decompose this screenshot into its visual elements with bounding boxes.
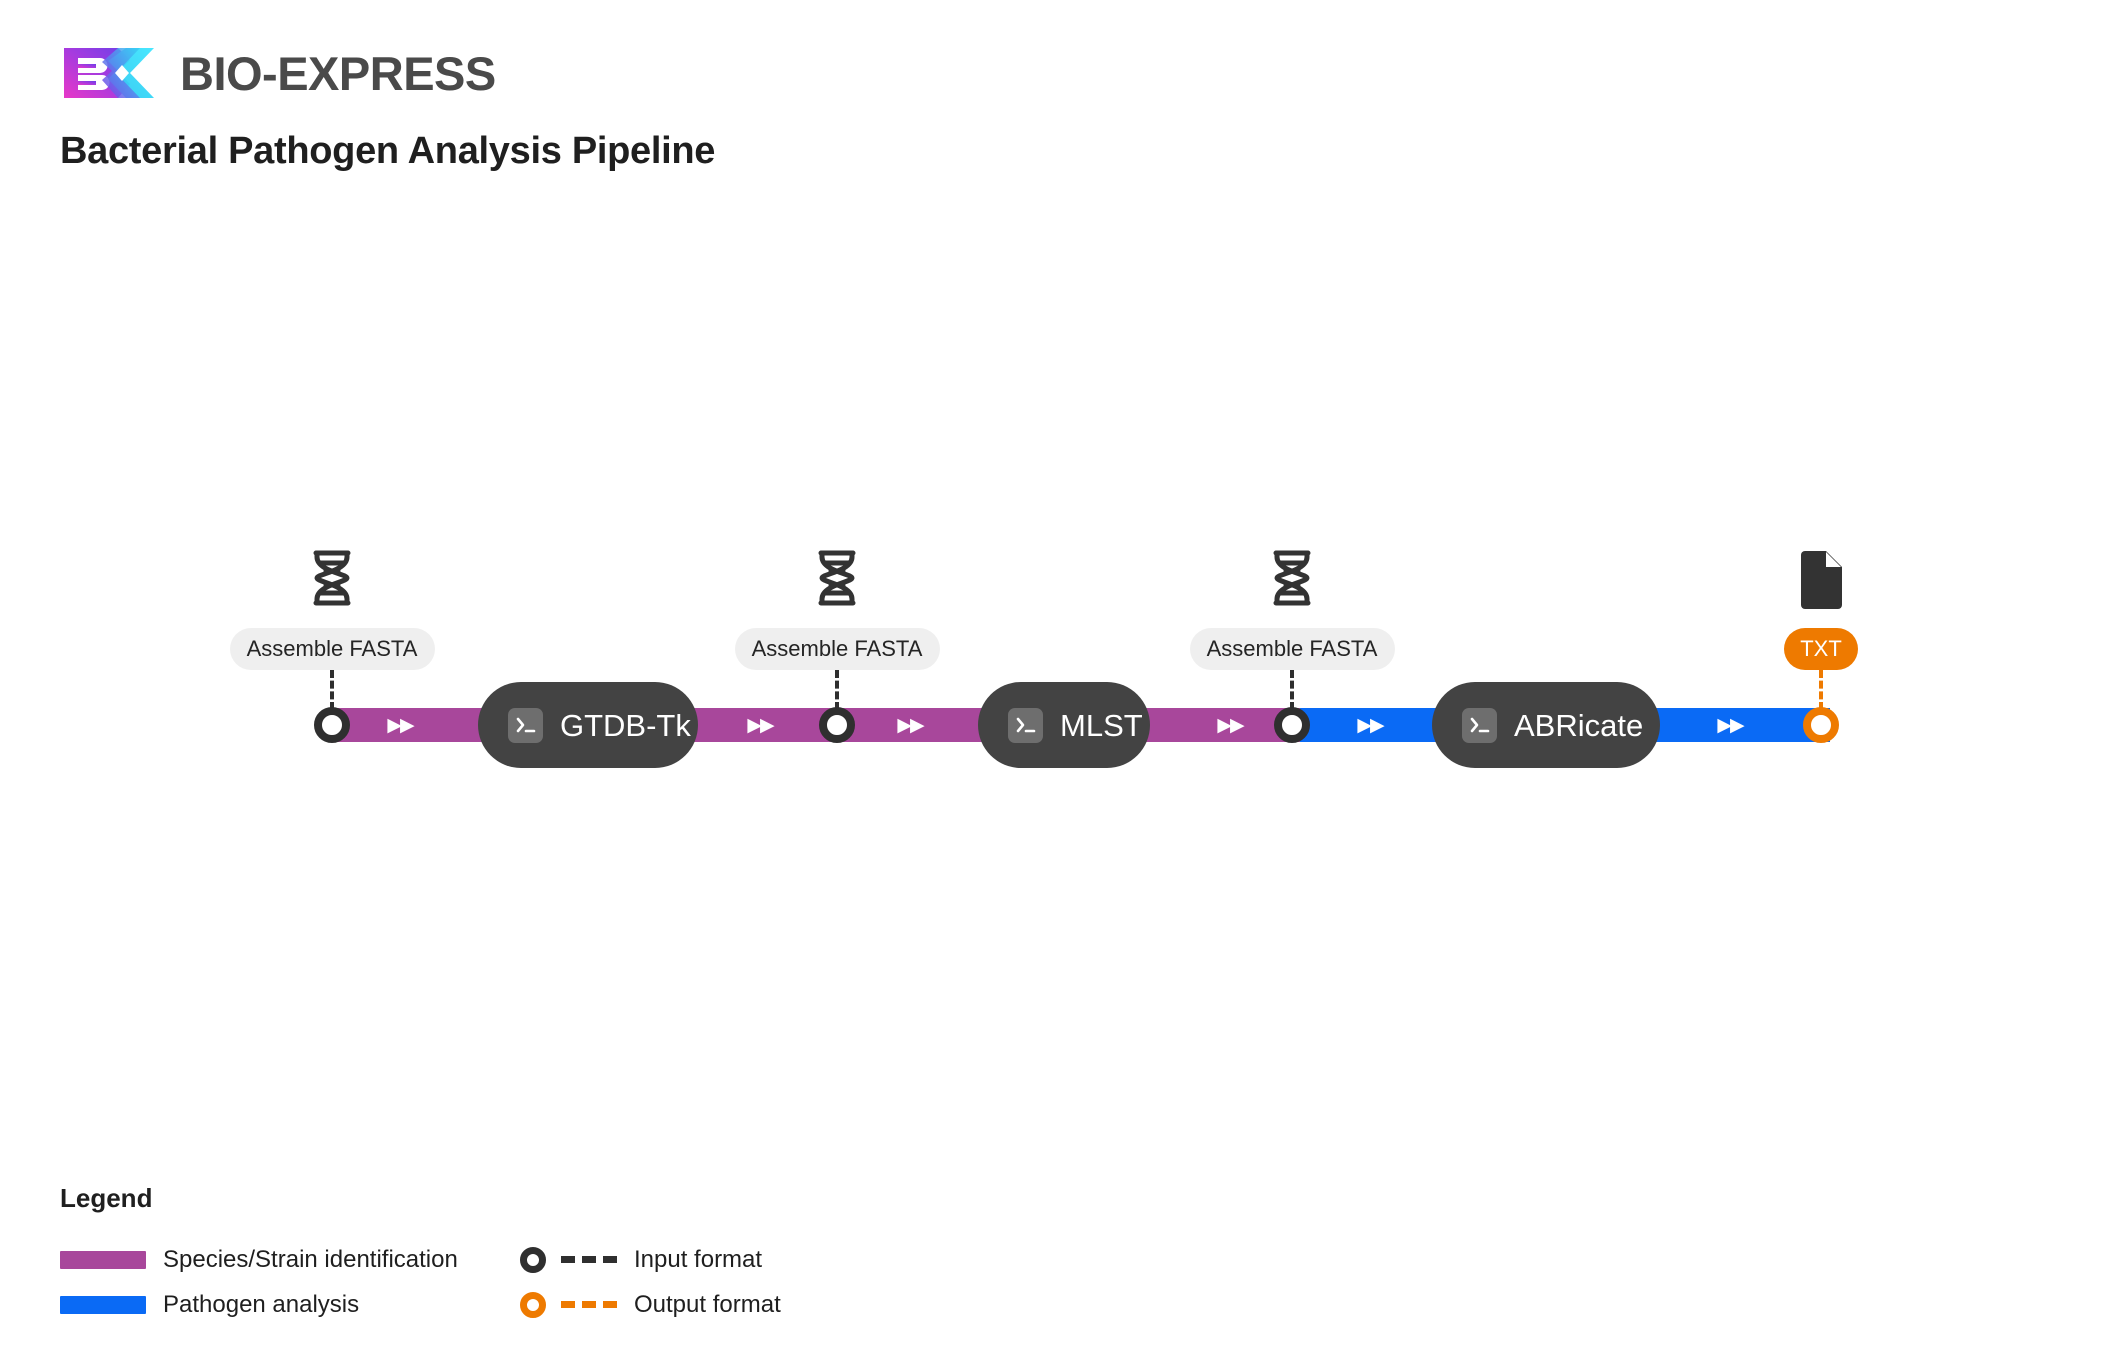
legend-item-species-strain-identification: Species/Strain identification (60, 1237, 520, 1282)
tool-node-mlst[interactable]: MLST (978, 682, 1150, 768)
format-chip-label: Assemble FASTA (751, 636, 923, 661)
io-node-input[interactable] (819, 707, 855, 743)
document-icon (1793, 551, 1849, 609)
brand-row: BIO-EXPRESS (60, 42, 715, 104)
bx-logo-icon (60, 42, 158, 104)
format-chip-label: Assemble FASTA (1206, 636, 1378, 661)
node-connector-line (835, 670, 839, 710)
legend-dash-input (561, 1256, 617, 1263)
dna-icon (1264, 550, 1320, 606)
tool-label: ABRicate (1514, 707, 1644, 743)
legend-item-input-format: Input format (520, 1237, 880, 1282)
tool-node-gtdb-tk[interactable]: GTDB-Tk (478, 682, 698, 768)
tool-label: GTDB-Tk (560, 707, 691, 743)
legend-dash-output (561, 1301, 617, 1308)
flow-arrow: ▶▶ (747, 714, 774, 736)
terminal-icon (508, 707, 543, 743)
legend-item-output-format: Output format (520, 1282, 880, 1327)
flow-arrow: ▶▶ (1717, 714, 1744, 736)
format-chip-label: Assemble FASTA (246, 636, 418, 661)
legend-node-input-icon (520, 1246, 546, 1273)
legend-item-pathogen-analysis: Pathogen analysis (60, 1282, 520, 1327)
format-chip-output[interactable]: TXT (1784, 628, 1858, 670)
io-node-input[interactable] (1274, 707, 1310, 743)
legend-swatch (60, 1250, 146, 1269)
terminal-icon (1008, 707, 1043, 743)
format-chip-input[interactable]: Assemble FASTA (229, 628, 435, 670)
page-title: Bacterial Pathogen Analysis Pipeline (60, 130, 716, 172)
format-chip-label: TXT (1800, 636, 1842, 661)
dna-icon (304, 550, 360, 606)
flow-arrow: ▶▶ (1357, 714, 1384, 736)
legend-label: Pathogen analysis (163, 1290, 360, 1318)
legend-label: Input format (634, 1245, 763, 1273)
page-header: BIO-EXPRESS Bacterial Pathogen Analysis … (60, 42, 715, 170)
terminal-icon (1462, 707, 1497, 743)
legend-title: Legend (60, 1183, 153, 1213)
node-connector-line (330, 670, 334, 710)
tool-node-abricate[interactable]: ABRicate (1432, 682, 1660, 768)
io-node-output[interactable] (1803, 707, 1839, 743)
legend-label: Species/Strain identification (163, 1245, 458, 1273)
brand-name: BIO-EXPRESS (180, 46, 496, 100)
legend-swatch (60, 1295, 146, 1314)
format-chip-input[interactable]: Assemble FASTA (1189, 628, 1395, 670)
legend-node-output-icon (520, 1291, 546, 1318)
flow-arrow: ▶▶ (897, 714, 924, 736)
legend-label: Output format (634, 1290, 781, 1318)
format-chip-input[interactable]: Assemble FASTA (734, 628, 940, 670)
flow-arrow: ▶▶ (387, 714, 414, 736)
node-connector-line (1290, 670, 1294, 710)
tool-label: MLST (1060, 707, 1143, 743)
legend: Legend Species/Strain identification Pat… (60, 1185, 880, 1327)
io-node-input[interactable] (314, 707, 350, 743)
dna-icon (809, 550, 865, 606)
flow-arrow: ▶▶ (1217, 714, 1244, 736)
node-connector-line (1819, 670, 1823, 710)
